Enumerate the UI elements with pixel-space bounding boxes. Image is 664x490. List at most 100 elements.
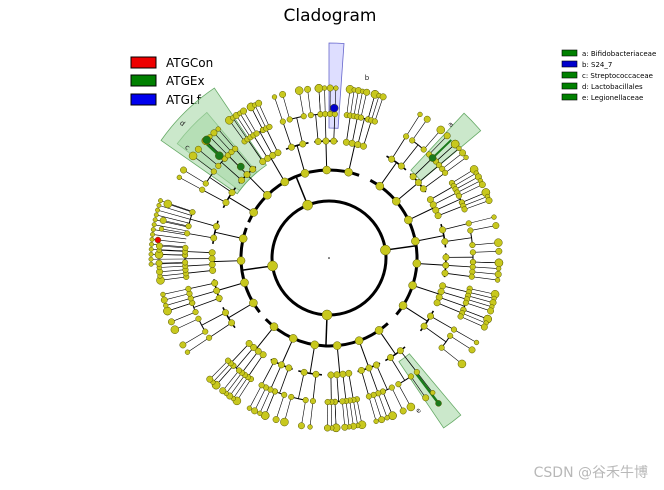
legend-label-atgcon: ATGCon: [166, 56, 213, 70]
tree-node: [274, 149, 282, 157]
tree-node: [150, 232, 156, 237]
tree-node: [442, 169, 449, 176]
tree-node: [250, 344, 258, 351]
tree-node: [378, 416, 386, 424]
tree-branch: [441, 347, 463, 365]
tree-branch: [378, 330, 396, 355]
tree-node: [469, 241, 476, 249]
tree-branch: [367, 94, 376, 120]
tree-branch: [333, 114, 336, 142]
tree-branch: [471, 276, 498, 281]
tree-node: [329, 103, 339, 113]
tree-node: [333, 85, 339, 91]
tree-branch: [472, 242, 499, 246]
tree-branch: [325, 141, 328, 171]
tree-node: [302, 199, 313, 211]
tree-node: [419, 185, 427, 193]
tree-node: [357, 114, 365, 121]
tree-node: [155, 242, 163, 250]
tree-branch: [460, 316, 485, 328]
tree-node: [341, 423, 349, 431]
tree-branch: [236, 378, 252, 402]
tree-branch: [324, 88, 326, 115]
tree-node: [148, 256, 154, 262]
tree-branch: [433, 192, 458, 206]
tree-branch: [167, 203, 193, 213]
tree-branch: [469, 288, 496, 295]
tree-node: [492, 222, 500, 230]
tree-branch: [431, 139, 452, 159]
tree-branch: [153, 229, 187, 236]
tree-node: [304, 85, 312, 93]
tree-node: [235, 367, 243, 374]
tree-branch: [464, 200, 490, 210]
tree-node: [300, 368, 308, 376]
tree-branch: [216, 282, 245, 292]
tree-node: [195, 315, 202, 322]
tree-branch: [379, 162, 397, 187]
tree-node: [158, 198, 163, 204]
tree-branch: [217, 128, 236, 149]
tree-node: [285, 364, 293, 372]
tree-branch: [154, 224, 188, 232]
tree-branch: [160, 276, 187, 281]
tree-branch: [444, 157, 467, 174]
tree-branch: [228, 197, 254, 213]
tree-arc: [386, 155, 407, 171]
tree-node: [457, 359, 467, 369]
tree-branch: [282, 94, 290, 120]
tree-branch: [234, 148, 254, 170]
tree-node: [182, 244, 189, 251]
tree-branch: [156, 214, 190, 224]
tree-node: [494, 277, 501, 283]
tree-node: [344, 167, 353, 177]
tree-node: [392, 197, 401, 206]
tree-branch: [190, 290, 217, 299]
tree-branch: [436, 302, 463, 314]
tree-branch: [159, 269, 186, 273]
tree-branch: [346, 89, 351, 116]
tree-branch: [416, 371, 433, 393]
tree-branch: [318, 88, 321, 115]
tree-branch: [461, 312, 487, 324]
tree-node: [236, 162, 245, 171]
tree-node: [433, 299, 441, 307]
clade-letter-b: b: [365, 74, 370, 82]
tree-node: [379, 93, 387, 101]
tree-branch: [265, 128, 279, 153]
tree-branch: [188, 282, 215, 290]
tree-node: [154, 236, 162, 244]
tree-node: [388, 411, 397, 420]
tree-node: [148, 251, 154, 257]
tree-branch: [336, 345, 341, 375]
tree-node: [357, 366, 365, 374]
tree-node: [409, 173, 417, 181]
tree-branch: [467, 295, 494, 303]
tree-node: [380, 244, 391, 256]
tree-branch: [209, 136, 229, 156]
taxa-label-d: d: Lactobacillales: [582, 83, 643, 91]
tree-node: [245, 340, 253, 347]
tree-branch: [212, 260, 242, 263]
tree-node: [232, 145, 239, 152]
tree-arc: [222, 187, 237, 209]
tree-branch: [334, 401, 337, 428]
tree-node: [152, 217, 158, 223]
tree-branch: [222, 370, 240, 391]
legend-item-atgex: ATGEx: [130, 74, 205, 88]
tree-branch: [212, 362, 231, 383]
tree-node: [399, 407, 407, 415]
tree-branch: [351, 116, 358, 144]
tree-node: [159, 217, 167, 224]
tree-node: [257, 410, 263, 416]
tree-node: [372, 361, 380, 369]
tree-node: [228, 189, 236, 196]
tree-branch: [309, 344, 316, 374]
tree-arc: [264, 318, 389, 348]
tree-branch: [209, 360, 229, 380]
tree-node: [269, 322, 279, 331]
tree-branch: [179, 177, 203, 190]
tree-node: [240, 107, 248, 115]
tree-node: [354, 141, 362, 149]
